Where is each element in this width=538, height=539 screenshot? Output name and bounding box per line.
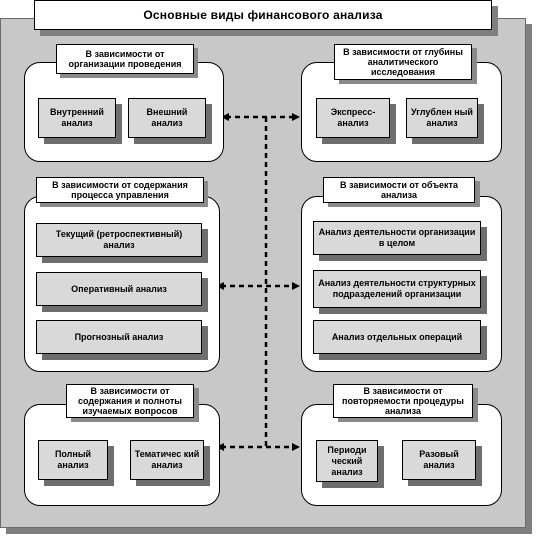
arrow-left-middle	[216, 282, 224, 290]
arrow-right-middle	[292, 282, 300, 290]
group-depth-label: В зависимости от глубины аналитического …	[334, 44, 472, 80]
item-structural-units: Анализ деятельности структурных подразде…	[313, 270, 481, 308]
group-completeness-label: В зависимости от содержания и полноты из…	[66, 384, 194, 418]
arrow-right-bottom	[292, 443, 300, 451]
item-forecast-analysis: Прогнозный анализ	[36, 320, 202, 354]
item-organization-as-whole: Анализ деятельности организации в целом	[313, 221, 481, 255]
arrow-left-top	[221, 113, 229, 121]
group-management-label: В зависимости от содержания процесса упр…	[36, 177, 204, 203]
arrow-left-bottom	[216, 443, 224, 451]
item-full-analysis: Полный анализ	[38, 440, 108, 480]
group-organization-label: В зависимости от организации проведения	[56, 44, 194, 74]
item-internal-analysis: Внутренний анализ	[38, 98, 116, 138]
item-express-analysis: Экспресс-анализ	[316, 98, 390, 138]
arrow-right-top	[292, 113, 300, 121]
item-separate-operations: Анализ отдельных операций	[313, 320, 481, 354]
group-object-label: В зависимости от объекта анализа	[323, 177, 475, 203]
item-thematic-analysis: Тематичес кий анализ	[130, 440, 204, 480]
item-operative-analysis: Оперативный анализ	[36, 272, 202, 306]
group-frequency-label: В зависимости от повторяемости процедуры…	[333, 384, 473, 418]
item-current-analysis: Текущий (ретроспективный) анализ	[36, 223, 202, 257]
diagram-title: Основные виды финансового анализа	[34, 0, 492, 30]
item-one-time-analysis: Разовый анализ	[402, 440, 476, 480]
item-deep-analysis: Углублен ный анализ	[406, 98, 478, 138]
item-periodic-analysis: Периоди ческий анализ	[316, 440, 378, 482]
item-external-analysis: Внешний анализ	[128, 98, 206, 138]
